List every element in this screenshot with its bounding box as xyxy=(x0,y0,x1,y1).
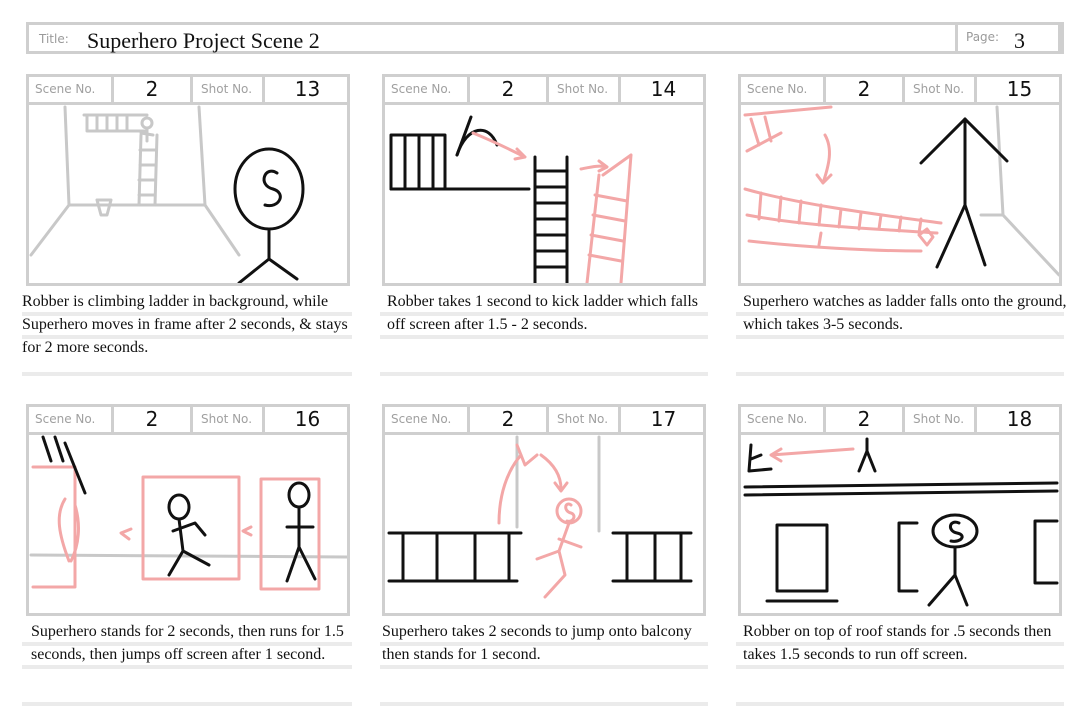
scene-label: Scene No. xyxy=(35,82,96,96)
storyboard-panel-2: Scene No. 2 Shot No. 14 xyxy=(382,74,706,286)
caption-rule xyxy=(736,642,1064,646)
caption-rule xyxy=(736,312,1064,316)
shot-label: Shot No. xyxy=(902,77,974,102)
panel-info-bar: Scene No. 2 Shot No. 18 xyxy=(741,407,1059,435)
shot-label: Shot No. xyxy=(902,407,974,432)
shot-label: Shot No. xyxy=(546,77,618,102)
shot-number: 14 xyxy=(618,77,706,102)
page-number: 3 xyxy=(1014,28,1025,53)
panel-sketch-4 xyxy=(29,435,347,591)
shot-number: 17 xyxy=(618,407,706,432)
scene-number: 2 xyxy=(111,77,190,102)
caption-rule xyxy=(22,372,352,376)
shot-number: 18 xyxy=(974,407,1062,432)
title-label: Title: xyxy=(39,32,69,46)
caption-rule xyxy=(736,372,1064,376)
scene-number: 2 xyxy=(111,407,190,432)
storyboard-panel-6: Scene No. 2 Shot No. 18 xyxy=(738,404,1062,616)
storyboard-panel-3: Scene No. 2 Shot No. 15 xyxy=(738,74,1062,286)
shot-number: 15 xyxy=(974,77,1062,102)
panel-info-bar: Scene No. 2 Shot No. 13 xyxy=(29,77,347,105)
panel-info-bar: Scene No. 2 Shot No. 17 xyxy=(385,407,703,435)
panel-caption-3: Superhero watches as ladder falls onto t… xyxy=(743,293,1067,333)
shot-number: 16 xyxy=(262,407,350,432)
caption-rule xyxy=(22,665,352,669)
caption-rule xyxy=(380,642,708,646)
page-label: Page: xyxy=(966,30,1000,44)
scene-number: 2 xyxy=(823,77,902,102)
panel-info-bar: Scene No. 2 Shot No. 14 xyxy=(385,77,703,105)
scene-label: Scene No. xyxy=(747,412,808,426)
caption-rule xyxy=(380,372,708,376)
caption-rule xyxy=(22,335,352,339)
panel-caption-4: Superhero stands for 2 seconds, then run… xyxy=(31,623,344,663)
caption-rule xyxy=(736,665,1064,669)
caption-rule xyxy=(22,312,352,316)
caption-rule xyxy=(380,665,708,669)
shot-label: Shot No. xyxy=(190,77,262,102)
storyboard-title: Superhero Project Scene 2 xyxy=(87,28,320,53)
caption-rule xyxy=(22,702,352,706)
caption-rule xyxy=(736,702,1064,706)
panel-caption-5: Superhero takes 2 seconds to jump onto b… xyxy=(382,623,692,663)
shot-number: 13 xyxy=(262,77,350,102)
panel-caption-2: Robber takes 1 second to kick ladder whi… xyxy=(387,293,699,333)
scene-number: 2 xyxy=(467,407,546,432)
panel-sketch-2 xyxy=(389,115,633,283)
shot-label: Shot No. xyxy=(190,407,262,432)
storyboard-panel-1: Scene No. 2 Shot No. 13 xyxy=(26,74,350,286)
scene-number: 2 xyxy=(467,77,546,102)
scene-label: Scene No. xyxy=(35,412,96,426)
panel-caption-6: Robber on top of roof stands for .5 seco… xyxy=(743,623,1052,663)
page-box: Page: 3 xyxy=(955,22,1061,54)
panel-info-bar: Scene No. 2 Shot No. 16 xyxy=(29,407,347,435)
panel-info-bar: Scene No. 2 Shot No. 15 xyxy=(741,77,1059,105)
scene-label: Scene No. xyxy=(391,82,452,96)
caption-rule xyxy=(380,335,708,339)
panel-sketch-1 xyxy=(29,105,305,283)
storyboard-panel-4: Scene No. 2 Shot No. 16 xyxy=(26,404,350,616)
caption-rule xyxy=(736,335,1064,339)
scene-number: 2 xyxy=(823,407,902,432)
storyboard-panel-5: Scene No. 2 Shot No. 17 xyxy=(382,404,706,616)
scene-label: Scene No. xyxy=(391,412,452,426)
panel-sketch-5 xyxy=(387,435,693,599)
storyboard-header: Title: Superhero Project Scene 2 Page: 3 xyxy=(26,22,1064,54)
panel-sketch-3 xyxy=(743,105,1059,277)
caption-rule xyxy=(380,312,708,316)
shot-label: Shot No. xyxy=(546,407,618,432)
scene-label: Scene No. xyxy=(747,82,808,96)
caption-rule xyxy=(22,642,352,646)
caption-rule xyxy=(380,702,708,706)
panel-sketch-6 xyxy=(743,437,1059,607)
panel-caption-1: Robber is climbing ladder in background,… xyxy=(22,293,348,356)
